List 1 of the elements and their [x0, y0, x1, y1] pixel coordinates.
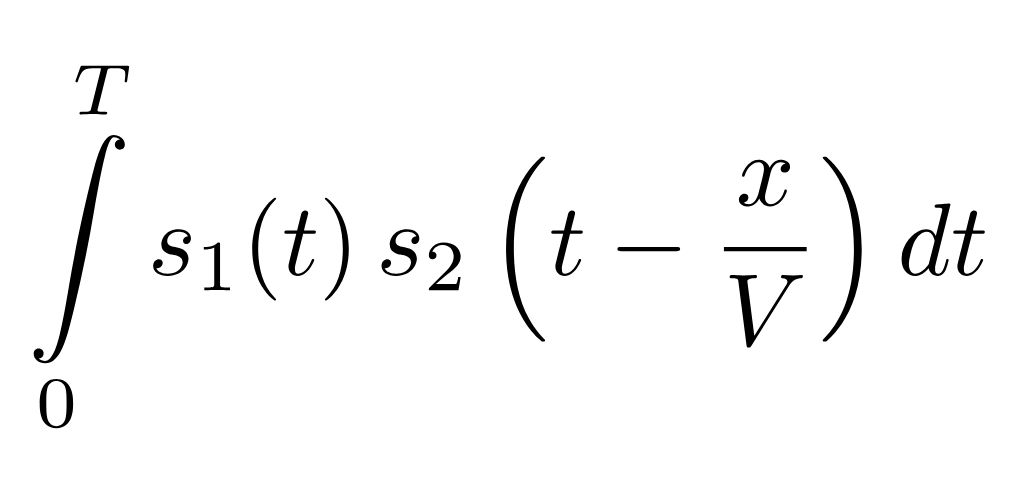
formula: $\int\limits_{0}^{T} s_{1}(t)\, s_{2}\left(t - \frac{x}{V}\right) dt$	[33, 65, 985, 429]
